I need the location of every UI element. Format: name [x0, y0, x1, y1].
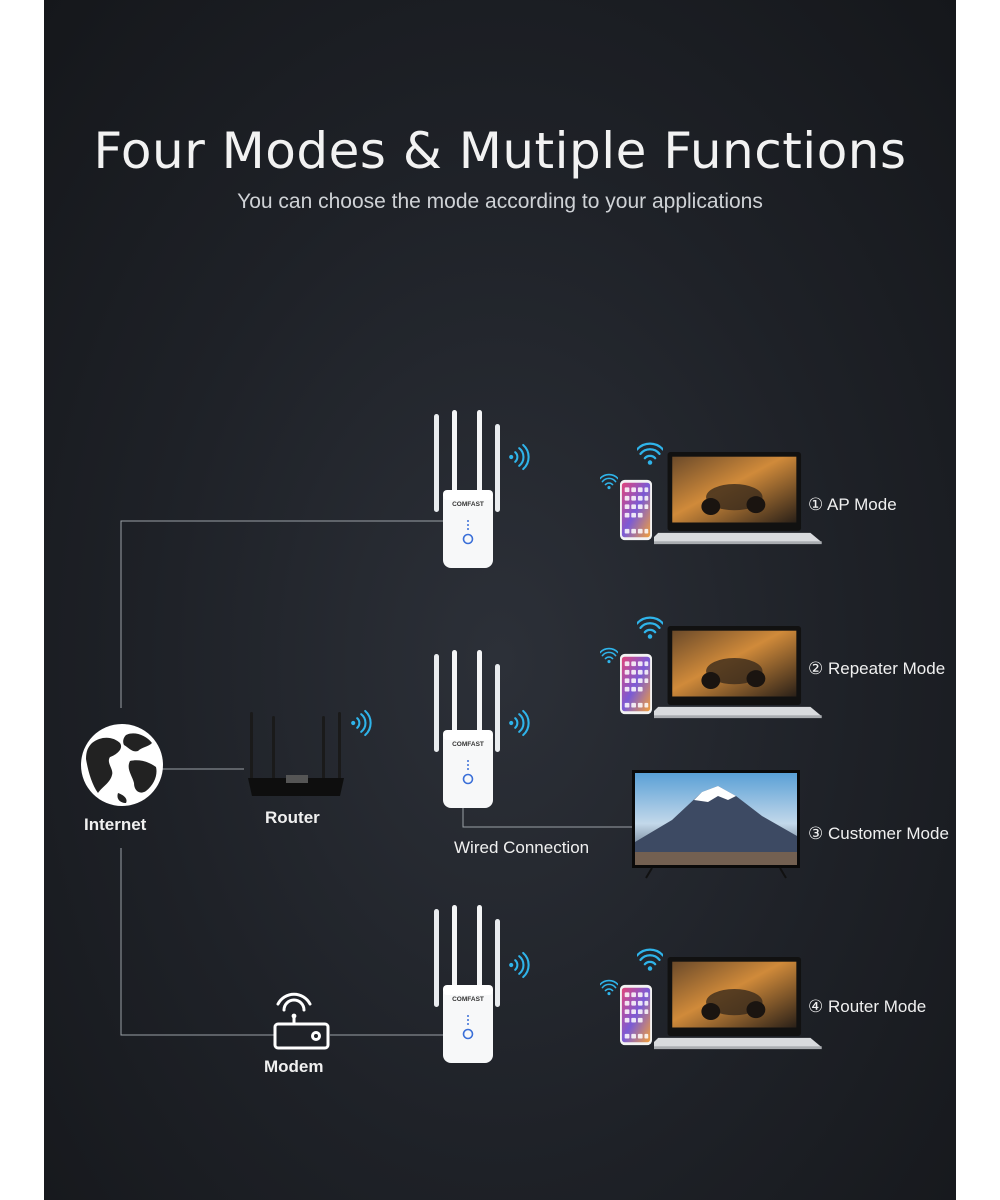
mode-label-repeater: ② Repeater Mode	[808, 659, 946, 678]
extender-icon	[433, 905, 501, 1064]
phone-icon	[620, 984, 652, 1046]
wifi-signal-icon	[508, 709, 530, 737]
wifi-signal-icon	[637, 616, 663, 640]
extender-icon	[433, 410, 501, 569]
page-title: Four Modes & Mutiple Functions	[93, 122, 907, 180]
modem-label: Modem	[264, 1057, 324, 1076]
phone-icon	[620, 653, 652, 715]
wifi-signal-icon	[350, 709, 372, 737]
router-label: Router	[265, 808, 320, 827]
wifi-signal-icon	[600, 979, 618, 996]
page-subtitle: You can choose the mode according to you…	[237, 190, 763, 213]
laptop-icon	[654, 957, 822, 1050]
wired-connection-label: Wired Connection	[454, 838, 590, 857]
internet-label: Internet	[84, 815, 147, 834]
network-diagram: COMFAST	[81, 410, 822, 1064]
wifi-signal-icon	[508, 443, 530, 471]
line-wired-connection	[462, 808, 632, 828]
line-internet-to-ap	[120, 520, 444, 708]
wifi-signal-icon	[508, 951, 530, 979]
product-diagram-panel: Four Modes & Mutiple Functions You can c…	[44, 0, 956, 1200]
mode-label-router: ④ Router Mode	[808, 997, 927, 1016]
phone-icon	[620, 479, 652, 541]
laptop-icon	[654, 452, 822, 545]
tv-icon	[632, 770, 800, 879]
mode-label-ap: ① AP Mode	[808, 495, 897, 514]
router-icon	[248, 712, 344, 796]
extender-icon	[433, 650, 501, 809]
wifi-signal-icon	[637, 948, 663, 972]
wifi-signal-icon	[600, 473, 618, 490]
wifi-signal-icon	[600, 647, 618, 664]
globe-icon	[81, 724, 163, 806]
mode-label-customer: ③ Customer Mode	[808, 824, 949, 843]
laptop-icon	[654, 626, 822, 719]
line-internet-to-modem	[120, 848, 274, 1036]
connection-lines	[120, 520, 632, 1036]
modem-icon	[273, 992, 330, 1050]
wifi-signal-icon	[637, 442, 663, 466]
